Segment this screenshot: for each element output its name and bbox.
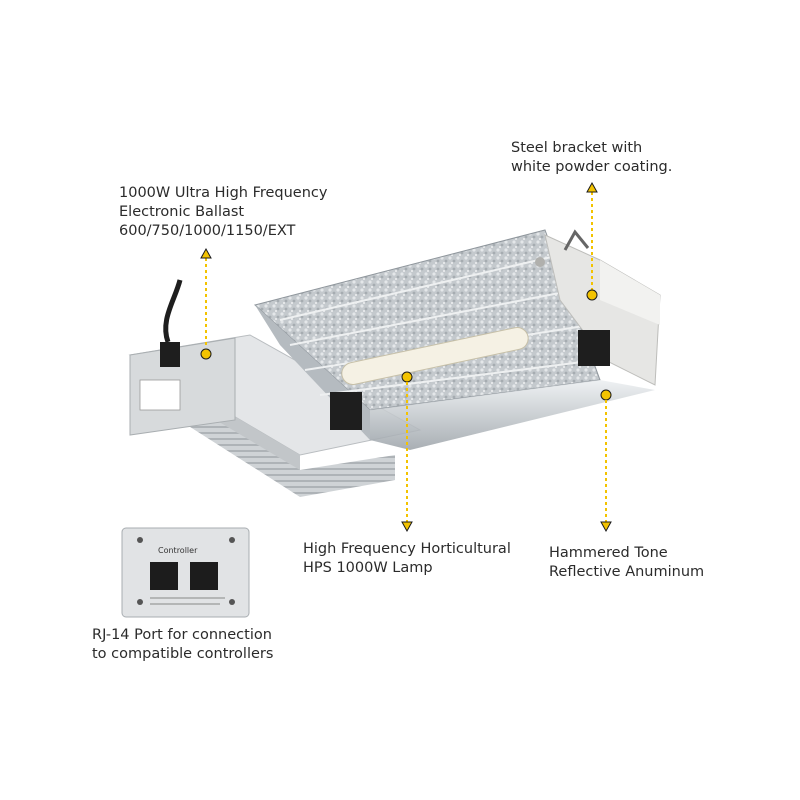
callout-leaders [200,181,612,533]
arrow-down-icon [401,521,413,533]
arrow-up-icon [200,247,212,259]
reflector-hood [253,229,655,450]
callout-port: RJ-14 Port for connection to compatible … [92,627,274,662]
callout-ballast: 1000W Ultra High Frequency Electronic Ba… [119,185,328,239]
callout-reflector: Hammered Tone Reflective Anuminum [549,545,705,580]
marker-dot-icon [401,371,413,383]
controller-panel: Controller [121,527,250,618]
callout-lamp: High Frequency Horticultural HPS 1000W L… [303,541,511,576]
callout-bracket: Steel bracket with white powder coating. [511,140,673,175]
steel-bracket [535,229,661,386]
controller-panel-title: Controller [158,546,198,555]
arrow-up-icon [586,181,598,193]
marker-dot-icon [200,348,212,360]
marker-dot-icon [600,389,612,401]
arrow-down-icon [600,521,612,533]
marker-dot-icon [586,289,598,301]
